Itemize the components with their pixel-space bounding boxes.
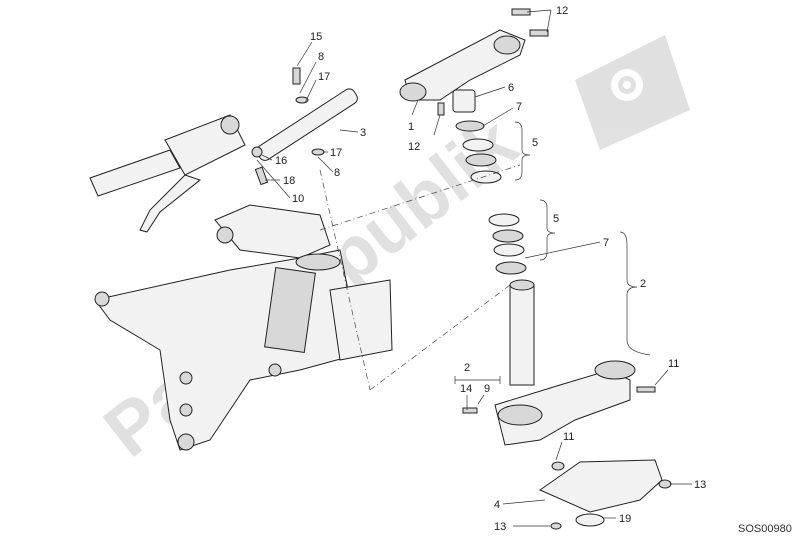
bearing-stack [452, 89, 527, 275]
frame [94, 204, 393, 451]
callout-14: 14 [460, 383, 472, 395]
callout-13-right: 13 [694, 479, 706, 491]
callout-3: 3 [360, 127, 366, 139]
alignment-lines [319, 164, 521, 391]
callout-17-top: 17 [318, 71, 330, 83]
callouts: 12 1 12 6 7 5 5 7 2 2 9 14 11 11 13 4 13… [275, 5, 706, 533]
callout-10: 10 [292, 193, 304, 205]
callout-15: 15 [310, 31, 322, 43]
callout-2-left: 2 [464, 362, 470, 374]
brackets [454, 121, 651, 384]
callout-18: 18 [283, 175, 295, 187]
callout-2-right: 2 [640, 278, 646, 290]
callout-11-lower: 11 [563, 431, 574, 443]
top-triple-clamp [399, 8, 549, 116]
callout-13-bottom: 13 [494, 521, 506, 533]
steering-damper [251, 67, 358, 186]
callout-17-bottom: 17 [330, 147, 342, 159]
callout-7-upper: 7 [516, 101, 522, 113]
callout-9: 9 [484, 383, 490, 395]
callout-7-lower: 7 [603, 237, 609, 249]
callout-19: 19 [619, 513, 631, 525]
guard-cover [538, 459, 672, 530]
lower-triple-clamp [462, 279, 656, 471]
callout-8-top: 8 [318, 51, 324, 63]
callout-5-lower: 5 [553, 213, 559, 225]
drawing-code: SOS00980 [738, 523, 792, 535]
handlebar [89, 114, 246, 233]
callout-12-bottom: 12 [408, 141, 420, 153]
callout-5-upper: 5 [532, 137, 538, 149]
callout-4: 4 [494, 499, 500, 511]
callout-11-right: 11 [668, 358, 679, 370]
callout-1: 1 [408, 121, 414, 133]
callout-6: 6 [508, 82, 514, 94]
leader-lines [256, 9, 692, 527]
gear-flag-icon [575, 35, 690, 150]
callout-16: 16 [275, 155, 287, 167]
callout-12-top: 12 [556, 5, 568, 17]
callout-8-bottom: 8 [334, 167, 340, 179]
